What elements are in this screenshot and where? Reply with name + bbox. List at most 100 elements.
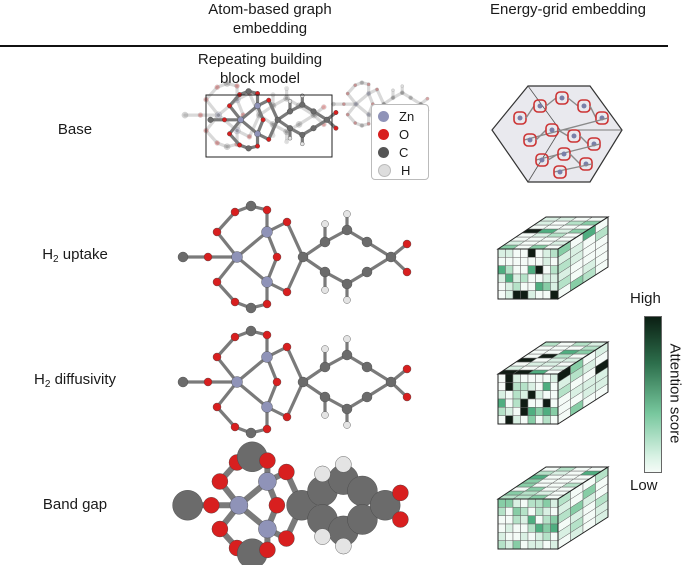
grid-cell [520,373,529,383]
legend-item-o: O [378,126,409,142]
grid-cell [512,373,521,383]
grid-cell [542,507,551,516]
zn-node [537,103,543,109]
grid-cell [505,407,514,416]
h2-uptake-grid-cube [496,216,610,300]
grid-cell [535,257,544,266]
h2-subscript: 2 [53,254,59,265]
o-atom [230,207,240,217]
h2-uptake-molecule [177,200,412,314]
grid-cell [535,398,544,408]
grid-embedding-header: Energy-grid embedding [490,1,646,18]
o-atom [203,252,213,262]
bond [360,122,371,128]
grid-cell [542,540,551,550]
grid-cell [520,282,529,291]
o-atom [272,377,282,387]
o-atom [230,332,240,342]
grid-cell [512,532,521,541]
h-atom [335,537,352,555]
grid-cell [497,257,506,266]
grid-cell [505,390,514,400]
grid-cell [497,415,506,425]
bond [285,380,305,419]
c-atom [177,251,189,263]
grid-cell [512,523,521,533]
grid-cell [497,398,506,408]
linker [547,153,559,161]
c-atom [385,251,397,263]
grid-cell [550,532,559,541]
o-atom [266,97,272,103]
bond [215,210,237,234]
grid-cell [542,398,551,408]
o-atom [366,121,371,126]
grid-cell [512,290,521,300]
c-atom [177,376,189,388]
grid-cell [550,290,559,300]
bond [239,118,260,136]
grid-cell [505,507,514,516]
c-atom [310,108,317,115]
bond [204,113,221,133]
grid-cell [505,257,514,266]
linker [579,135,589,145]
h-atom [284,86,290,91]
grid-cell [542,382,551,391]
c-atom [319,391,331,403]
bond [215,141,229,149]
c-atom [359,123,365,128]
grid-cell [535,290,544,300]
grid-cell [520,540,529,550]
attention-colorbar [644,316,662,473]
grid-cell [550,540,559,550]
grid-cell [550,415,559,425]
bond [382,96,395,106]
o-atom [212,227,222,237]
uptake-text: uptake [62,246,108,263]
grid-cell [527,390,536,400]
zn-atom [261,401,273,413]
base-grid-cube [491,85,623,183]
band-gap-grid-cube [496,466,610,550]
o-atom [222,117,227,123]
grid-cell [505,532,514,541]
o-atom [227,103,232,109]
grid-cell [497,290,506,300]
grid-cell [505,282,514,291]
diffusivity-text: diffusivity [54,371,116,388]
o-atom [262,330,272,340]
bond [285,255,305,294]
grid-cell [520,382,529,391]
c-atom [399,90,405,96]
grid-cell [505,523,514,533]
h-atom [287,99,293,104]
c-atom [341,224,353,236]
grid-cell [497,523,506,533]
c-atom [385,376,397,388]
grid-cell [497,390,506,400]
bond [204,128,219,145]
colorbar-title: Attention score [666,343,684,444]
c-atom [172,490,203,521]
bond [235,380,269,409]
row-label-h2-diffusivity: H2 diffusivity [0,371,150,390]
grid-cell [497,248,506,258]
bond [367,92,375,106]
c-atom [369,490,401,521]
zn-node [559,95,565,101]
o-atom [282,412,292,422]
grid-cell [512,248,521,258]
grid-cell [535,382,544,391]
grid-cell [497,373,506,383]
bond [235,91,252,102]
grid-cell [505,382,514,391]
legend-item-zn: Zn [378,108,414,124]
bond [204,85,219,102]
zn-atom [366,91,372,97]
zn-atom [229,496,249,515]
colorbar-high-label: High [630,290,661,307]
c-atom [361,236,373,248]
grid-cell [535,248,544,258]
h-atom [284,139,290,145]
